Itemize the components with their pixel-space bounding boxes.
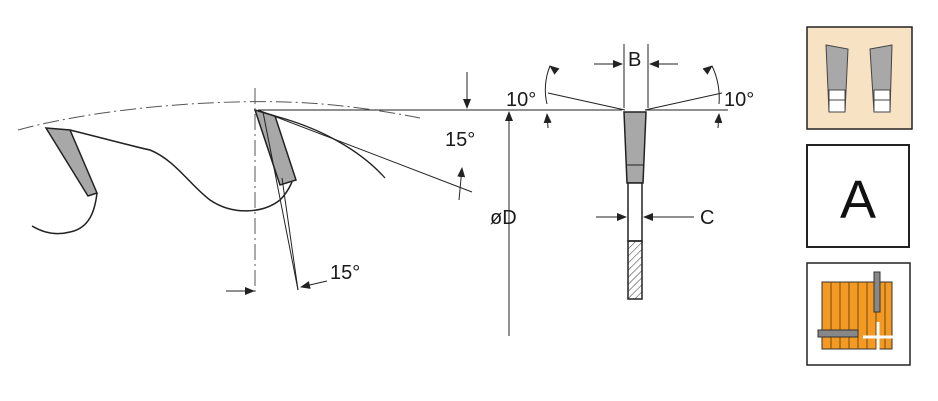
grind-type-box (806, 144, 910, 248)
tooth-grind-panel (806, 26, 913, 130)
clearance-arrowhead-right (702, 65, 713, 75)
clearance-line-right (644, 92, 723, 111)
wood-block (821, 281, 893, 350)
tooth-grind-icon (806, 26, 913, 130)
clearance-arc-left-top (544, 65, 551, 105)
top-bevel-line (257, 109, 473, 193)
blade-profile-view: 15° 15° (17, 72, 622, 296)
carbide-tip-left (44, 127, 99, 197)
c-label: C (700, 207, 714, 229)
blade-circumference-line (17, 101, 421, 131)
workpiece-panel (806, 262, 911, 366)
clearance-arc-right-top (711, 65, 720, 105)
vertical-blade-mark (873, 271, 881, 313)
top-bevel-arrow-bottom (457, 167, 466, 201)
clearance-label-right: 10° (724, 89, 754, 111)
blade-section-view: 10° 10° B C (506, 44, 754, 300)
top-bevel-label: 15° (445, 129, 475, 151)
grind-type-letter: A (840, 170, 876, 230)
tooth-back-line (69, 129, 293, 212)
clearance-arrowhead-left (549, 65, 560, 75)
carbide-tip-section (623, 111, 647, 184)
clearance-line-left (547, 92, 626, 111)
diameter-label: øD (490, 207, 517, 229)
tooth-body-curve (274, 115, 386, 179)
hook-angle-line (262, 111, 299, 291)
hook-angle-extension (281, 177, 299, 291)
grind-type-panel: A (806, 144, 910, 248)
clearance-arrow-left (543, 113, 552, 129)
blade-body-hatched (627, 240, 643, 300)
gullet-left (31, 192, 98, 235)
blade-body-section (627, 182, 643, 242)
clearance-label-left: 10° (506, 89, 536, 111)
hook-arrow-right (300, 280, 328, 289)
horizontal-blade-mark (817, 329, 859, 338)
diameter-dimension: øD (490, 111, 517, 336)
hook-angle-label: 15° (330, 262, 360, 284)
b-label: B (628, 49, 641, 71)
clearance-arrow-right (714, 113, 723, 129)
